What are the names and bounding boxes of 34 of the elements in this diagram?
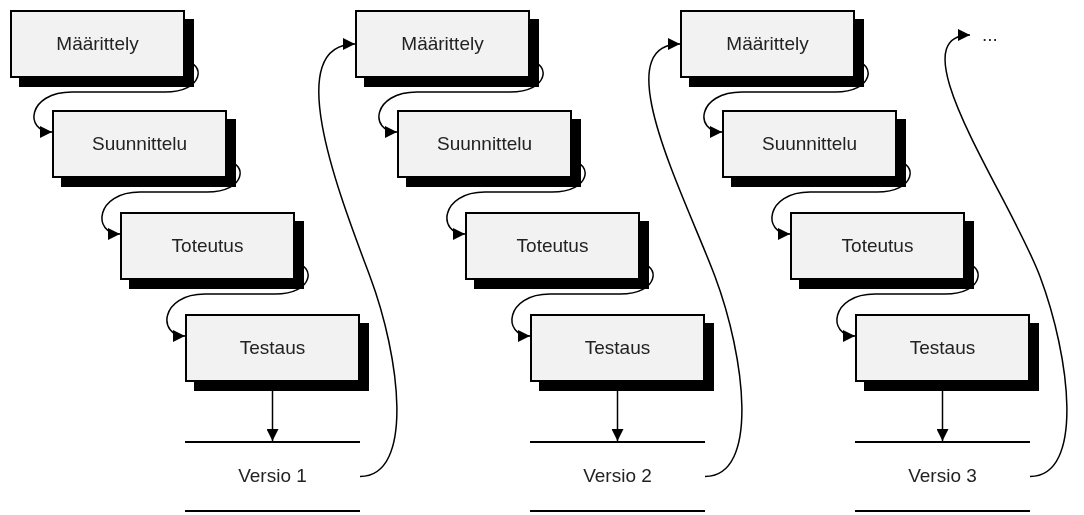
data-store xyxy=(185,441,360,512)
arrow xyxy=(611,390,624,442)
node-label: Toteutus xyxy=(171,233,244,258)
node-label: Versio 3 xyxy=(908,464,977,489)
data-store xyxy=(855,441,1030,512)
arrow xyxy=(166,263,309,341)
node-label: Toteutus xyxy=(516,233,589,258)
node-label: Versio 2 xyxy=(583,464,652,489)
node-label: Määrittely xyxy=(401,31,484,56)
node-label: Suunnittelu xyxy=(761,131,858,156)
arrow xyxy=(378,61,544,137)
arrow xyxy=(648,40,743,478)
arrow xyxy=(446,161,586,239)
node-label: Versio 1 xyxy=(238,464,307,489)
node-label: Määrittely xyxy=(56,31,139,56)
node-label: Suunnittelu xyxy=(436,131,533,156)
arrow xyxy=(771,161,911,239)
node-label: Määrittely xyxy=(726,31,809,56)
arrow xyxy=(266,390,279,442)
node-label: Suunnittelu xyxy=(91,131,188,156)
node-label: Testaus xyxy=(909,335,976,360)
arrow xyxy=(836,263,979,341)
arrow xyxy=(936,390,949,442)
arrow xyxy=(101,161,241,239)
node-label: ... xyxy=(982,22,998,47)
node-label: Testaus xyxy=(584,335,651,360)
data-store xyxy=(530,441,705,512)
arrow xyxy=(33,61,199,137)
arrow xyxy=(703,61,869,137)
arrow xyxy=(944,31,1068,478)
arrow xyxy=(318,40,398,478)
arrow xyxy=(511,263,654,341)
node-label: Toteutus xyxy=(841,233,914,258)
node-label: Testaus xyxy=(239,335,306,360)
